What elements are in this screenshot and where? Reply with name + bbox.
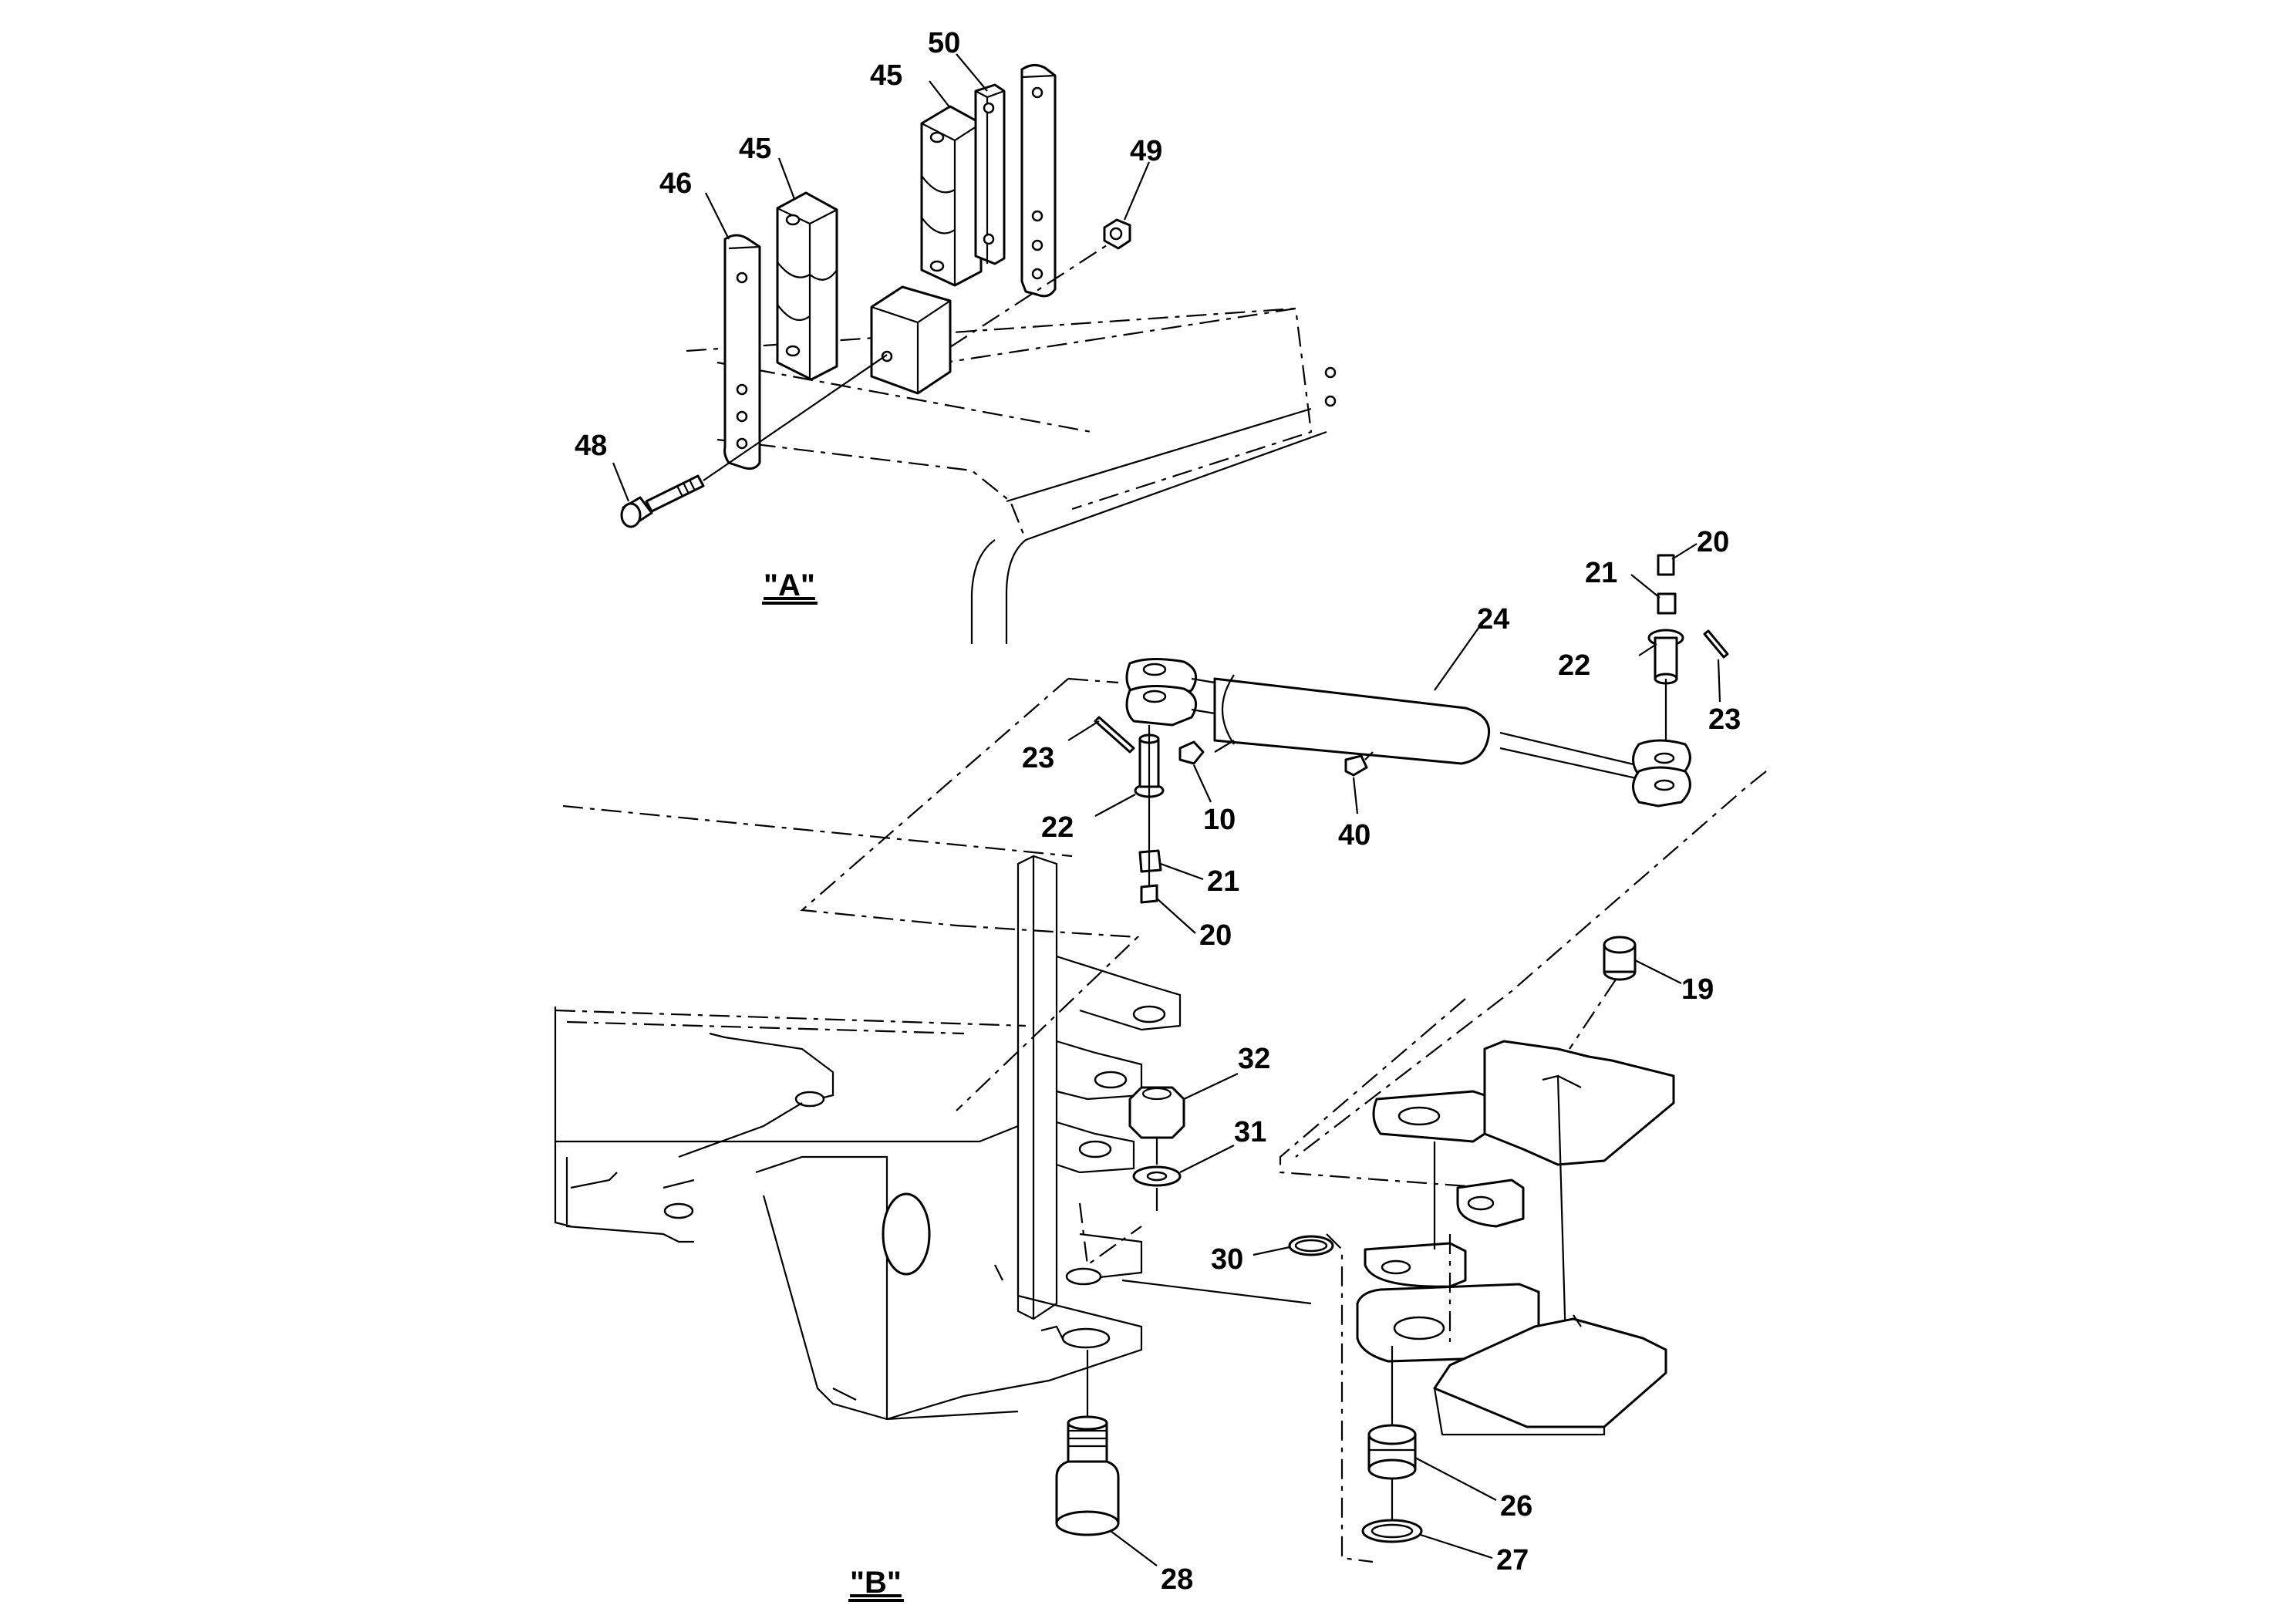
grease-fitting-20-top: [1657, 554, 1675, 576]
grease-fitting-40: [1344, 754, 1368, 777]
view-labels: "A" "B": [762, 568, 904, 1602]
callout-leaders: [612, 53, 1721, 1566]
hydraulic-cylinder-24: [1125, 657, 1691, 808]
callout-28: 28: [1161, 1563, 1193, 1596]
callout-31: 31: [1234, 1116, 1266, 1148]
callout-20-top: 20: [1697, 526, 1729, 558]
view-label-b: "B": [850, 1566, 902, 1600]
nipple-21-top: [1657, 592, 1677, 615]
bracket-right: [1483, 1040, 1675, 1166]
bushing-19: [1569, 936, 1637, 1050]
cotter-pin-23-left: [1094, 716, 1135, 754]
callout-20-bottom: 20: [1199, 919, 1232, 952]
plate-50: [974, 83, 1006, 265]
callout-40: 40: [1338, 819, 1371, 851]
view-b-assembly: [554, 554, 1767, 1563]
grease-fitting-20-bottom: [1140, 884, 1158, 904]
callout-22-top: 22: [1558, 649, 1590, 682]
cotter-pin-23-right: [1703, 629, 1729, 659]
callout-21-top: 21: [1585, 557, 1617, 589]
view-a-assembly: [620, 64, 1337, 644]
clamp-45-upper: [920, 105, 983, 287]
callout-50: 50: [928, 27, 960, 59]
callout-10: 10: [1203, 804, 1236, 836]
grease-fitting-10: [1178, 740, 1205, 765]
callout-23-left: 23: [1022, 742, 1054, 774]
callout-26: 26: [1500, 1490, 1532, 1523]
callout-30: 30: [1211, 1243, 1243, 1276]
callout-22-bottom: 22: [1041, 811, 1074, 844]
strap-right: [1020, 64, 1057, 298]
pivot-pin-28: [1055, 1350, 1120, 1536]
callout-27: 27: [1496, 1544, 1529, 1576]
view-label-a: "A": [764, 568, 815, 602]
nipple-21-bottom: [1138, 849, 1162, 873]
callout-45-lower: 45: [739, 133, 771, 165]
clamp-45-lower: [776, 191, 838, 381]
callout-46: 46: [659, 167, 692, 200]
callout-23-right: 23: [1708, 703, 1741, 736]
callout-21-bottom: 21: [1207, 865, 1239, 898]
callout-32: 32: [1238, 1043, 1270, 1075]
callout-24: 24: [1477, 603, 1509, 636]
callout-19: 19: [1681, 973, 1714, 1006]
callout-48: 48: [575, 430, 607, 462]
callout-labels: 50 45 45 46 49 48 20 21 24 22 23 23 10 2…: [575, 27, 1741, 1596]
strap-46: [723, 234, 761, 470]
nut-32: [1128, 1086, 1185, 1139]
callout-45-upper: 45: [870, 59, 902, 92]
bolt-48: [645, 474, 705, 513]
callout-49: 49: [1130, 135, 1162, 167]
